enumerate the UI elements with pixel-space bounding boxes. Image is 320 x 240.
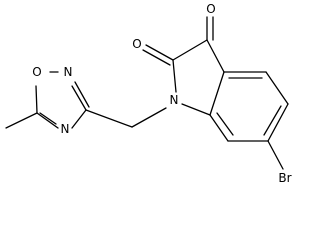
bond-methyl <box>5 112 38 129</box>
bond-c2-c3 <box>172 39 208 61</box>
bond-ch2-n1 <box>131 107 167 128</box>
atom-n-indole: N <box>170 93 179 107</box>
bond-c7-c7a-inner <box>216 112 234 136</box>
bond-c5-o1 <box>35 85 38 114</box>
bond-n1-c2 <box>172 59 177 93</box>
bond-c3-n4 <box>71 109 87 129</box>
atom-n-oxadiazole-bottom: N <box>61 122 70 136</box>
bond-c2-o-a <box>145 44 174 61</box>
bond-n4-c5 <box>36 112 59 129</box>
bond-c3a-c7a <box>209 71 225 116</box>
bond-c5-c6 <box>267 103 289 142</box>
bond-n2-c3 <box>71 85 87 111</box>
structure-canvas: O N N O O N Br <box>5 2 292 185</box>
atom-o-carbonyl-upper: O <box>206 2 215 16</box>
bond-c6-br <box>267 140 284 170</box>
atom-br: Br <box>278 171 291 185</box>
atom-n-oxadiazole-top: N <box>64 65 73 79</box>
bond-n4-c5-double <box>39 112 57 125</box>
bond-c4-c5 <box>265 71 289 105</box>
molecule-structure: O N N O O N Br <box>5 2 292 185</box>
bond-c3-c3a <box>206 39 225 73</box>
bond-c5-c6-inner <box>263 105 282 136</box>
bond-n2-c3-double <box>74 81 90 108</box>
atom-o-carbonyl-left: O <box>132 37 141 51</box>
bond-c3-ch2 <box>85 109 133 128</box>
atom-o-oxadiazole: O <box>32 65 41 79</box>
bond-c7-c7a <box>209 114 229 142</box>
bond-c2-o-b <box>142 49 171 66</box>
bond-c7a-n1 <box>181 103 211 116</box>
